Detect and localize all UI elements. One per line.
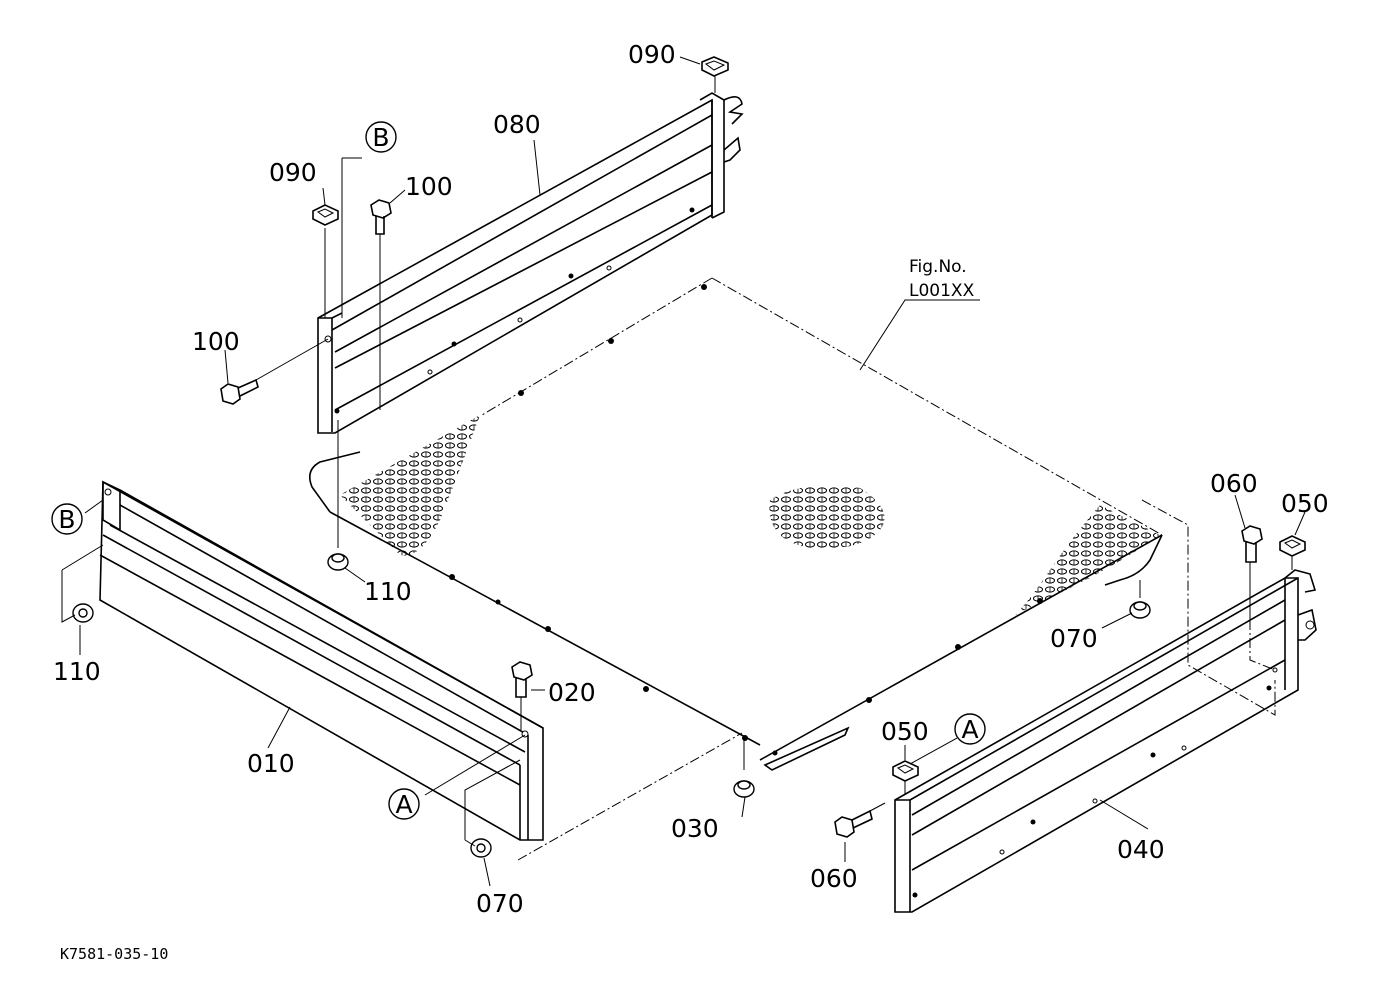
label-010: 010 (247, 749, 295, 778)
label-110-center: 110 (364, 577, 412, 606)
drawing-code: K7581-035-10 (60, 945, 168, 963)
label-060-front: 060 (810, 864, 858, 893)
marker-a-right: A (954, 713, 986, 745)
bolt-060-horizontal (834, 809, 873, 838)
label-050-front: 050 (881, 717, 929, 746)
marker-a-right-label: A (961, 715, 978, 744)
label-070-front: 070 (476, 889, 524, 918)
label-090-left: 090 (269, 158, 317, 187)
bolt-100-vertical (370, 199, 392, 235)
bolt-100-horizontal (220, 378, 259, 405)
mesh-area-right (1015, 505, 1160, 615)
deck-plate (309, 277, 1163, 771)
label-090-top: 090 (628, 40, 676, 69)
side-panel-010 (99, 480, 544, 841)
cap-050-front (892, 760, 919, 782)
side-panel-040 (894, 569, 1317, 913)
fig-no-code: L001XX (909, 281, 975, 301)
label-050-right: 050 (1281, 489, 1329, 518)
cap-090-left (312, 204, 339, 226)
nut-070-right (1129, 601, 1151, 619)
cap-050-right (1279, 535, 1306, 557)
nut-110-left (72, 603, 94, 623)
label-070-right: 070 (1050, 624, 1098, 653)
deck-holes (449, 284, 1043, 756)
nut-110-under-deck (327, 553, 349, 571)
marker-b-top-label: B (372, 123, 389, 152)
back-panel-080 (317, 92, 744, 434)
label-100-top: 100 (405, 172, 453, 201)
bolt-020 (511, 661, 533, 698)
cap-090-top (701, 56, 729, 77)
fig-no-label: Fig.No. (909, 257, 967, 277)
bolt-060-vertical (1241, 525, 1263, 563)
marker-b-left: B (51, 503, 83, 535)
label-020: 020 (548, 678, 596, 707)
marker-b-left-label: B (58, 505, 75, 534)
marker-a-front: A (388, 788, 420, 820)
marker-a-front-label: A (395, 790, 412, 819)
marker-b-top: B (365, 121, 397, 153)
label-060-top: 060 (1210, 469, 1258, 498)
nut-070-front (470, 838, 492, 858)
leader-lines (79, 56, 1306, 887)
label-040: 040 (1117, 835, 1165, 864)
assembly-lines (61, 76, 1293, 861)
mesh-area-center (769, 485, 885, 549)
label-030: 030 (671, 814, 719, 843)
label-080: 080 (493, 110, 541, 139)
label-110-left: 110 (53, 657, 101, 686)
nut-030 (733, 780, 755, 798)
label-100-left: 100 (192, 327, 240, 356)
mesh-area-left (340, 415, 480, 556)
